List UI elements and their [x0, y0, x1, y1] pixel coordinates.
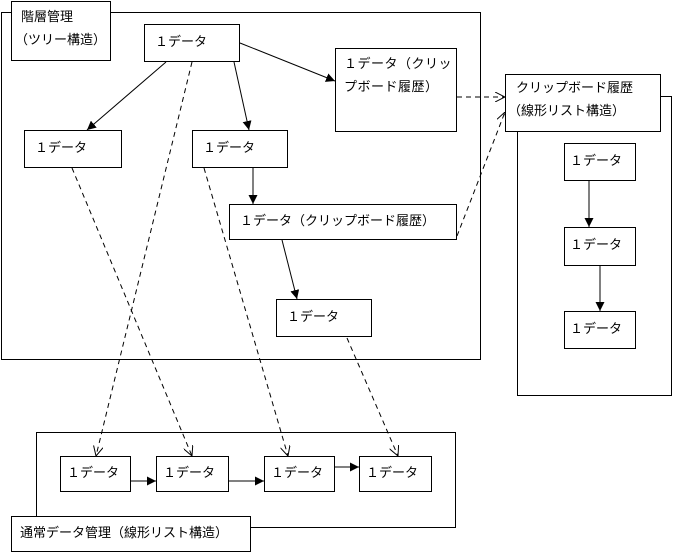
- normal-label-box: 通常データ管理（線形リスト構造）: [11, 516, 251, 552]
- tree-mid-node: １データ: [192, 130, 288, 168]
- normal-list-node: １データ: [60, 456, 131, 492]
- ref-mid-normal3: [203, 167, 288, 456]
- clipboard-label-line2: （線形リスト構造）: [508, 104, 626, 119]
- tree-clipboard-node: １データ（クリップボード履歴）: [335, 48, 457, 132]
- node-label: １データ: [570, 154, 623, 169]
- clipboard-label-box: クリップボード履歴 （線形リスト構造）: [505, 74, 661, 132]
- tree-wide-node: １データ（クリップボード履歴）: [229, 204, 457, 240]
- normal-list-node: １データ: [359, 456, 432, 492]
- node-label: １データ: [570, 238, 623, 253]
- normal-list-node: １データ: [156, 456, 229, 492]
- clipboard-label-line1: クリップボード履歴: [516, 81, 634, 96]
- node-label: １データ: [35, 141, 88, 156]
- node-label: １データ: [163, 466, 216, 481]
- clipboard-list-node: １データ: [564, 227, 636, 266]
- node-label: １データ: [287, 310, 340, 325]
- node-label: １データ: [67, 466, 120, 481]
- normal-label: 通常データ管理（線形リスト構造）: [20, 526, 229, 541]
- edge-root-mid: [233, 61, 252, 131]
- tree-bottom-node: １データ: [276, 299, 372, 337]
- ref-left-normal2: [71, 167, 192, 456]
- hierarchy-label-line1: 階層管理: [21, 10, 74, 25]
- node-label: １データ: [203, 141, 256, 156]
- node-label: １データ（クリップボード履歴）: [344, 57, 453, 95]
- hierarchy-label-line2: （ツリー構造）: [15, 33, 107, 48]
- edge-wide-bottom: [281, 239, 300, 300]
- clipboard-list-node: １データ: [564, 143, 636, 181]
- node-label: １データ: [271, 466, 324, 481]
- edge-root-clip: [239, 42, 336, 82]
- normal-list-node: １データ: [264, 456, 335, 492]
- hierarchy-label-box: 階層管理 （ツリー構造）: [11, 1, 111, 61]
- node-label: １データ: [366, 466, 419, 481]
- edge-root-left: [86, 61, 167, 131]
- node-label: １データ: [570, 322, 623, 337]
- ref-bottom-normal4: [346, 337, 398, 456]
- ref-root-normal1: [96, 61, 193, 456]
- clipboard-list-node: １データ: [564, 311, 636, 349]
- tree-left-node: １データ: [24, 130, 122, 168]
- tree-root-node: １データ: [144, 24, 240, 62]
- node-label: １データ（クリップボード履歴）: [240, 214, 436, 229]
- node-label: １データ: [155, 35, 208, 50]
- ref-wide-panel: [456, 112, 505, 237]
